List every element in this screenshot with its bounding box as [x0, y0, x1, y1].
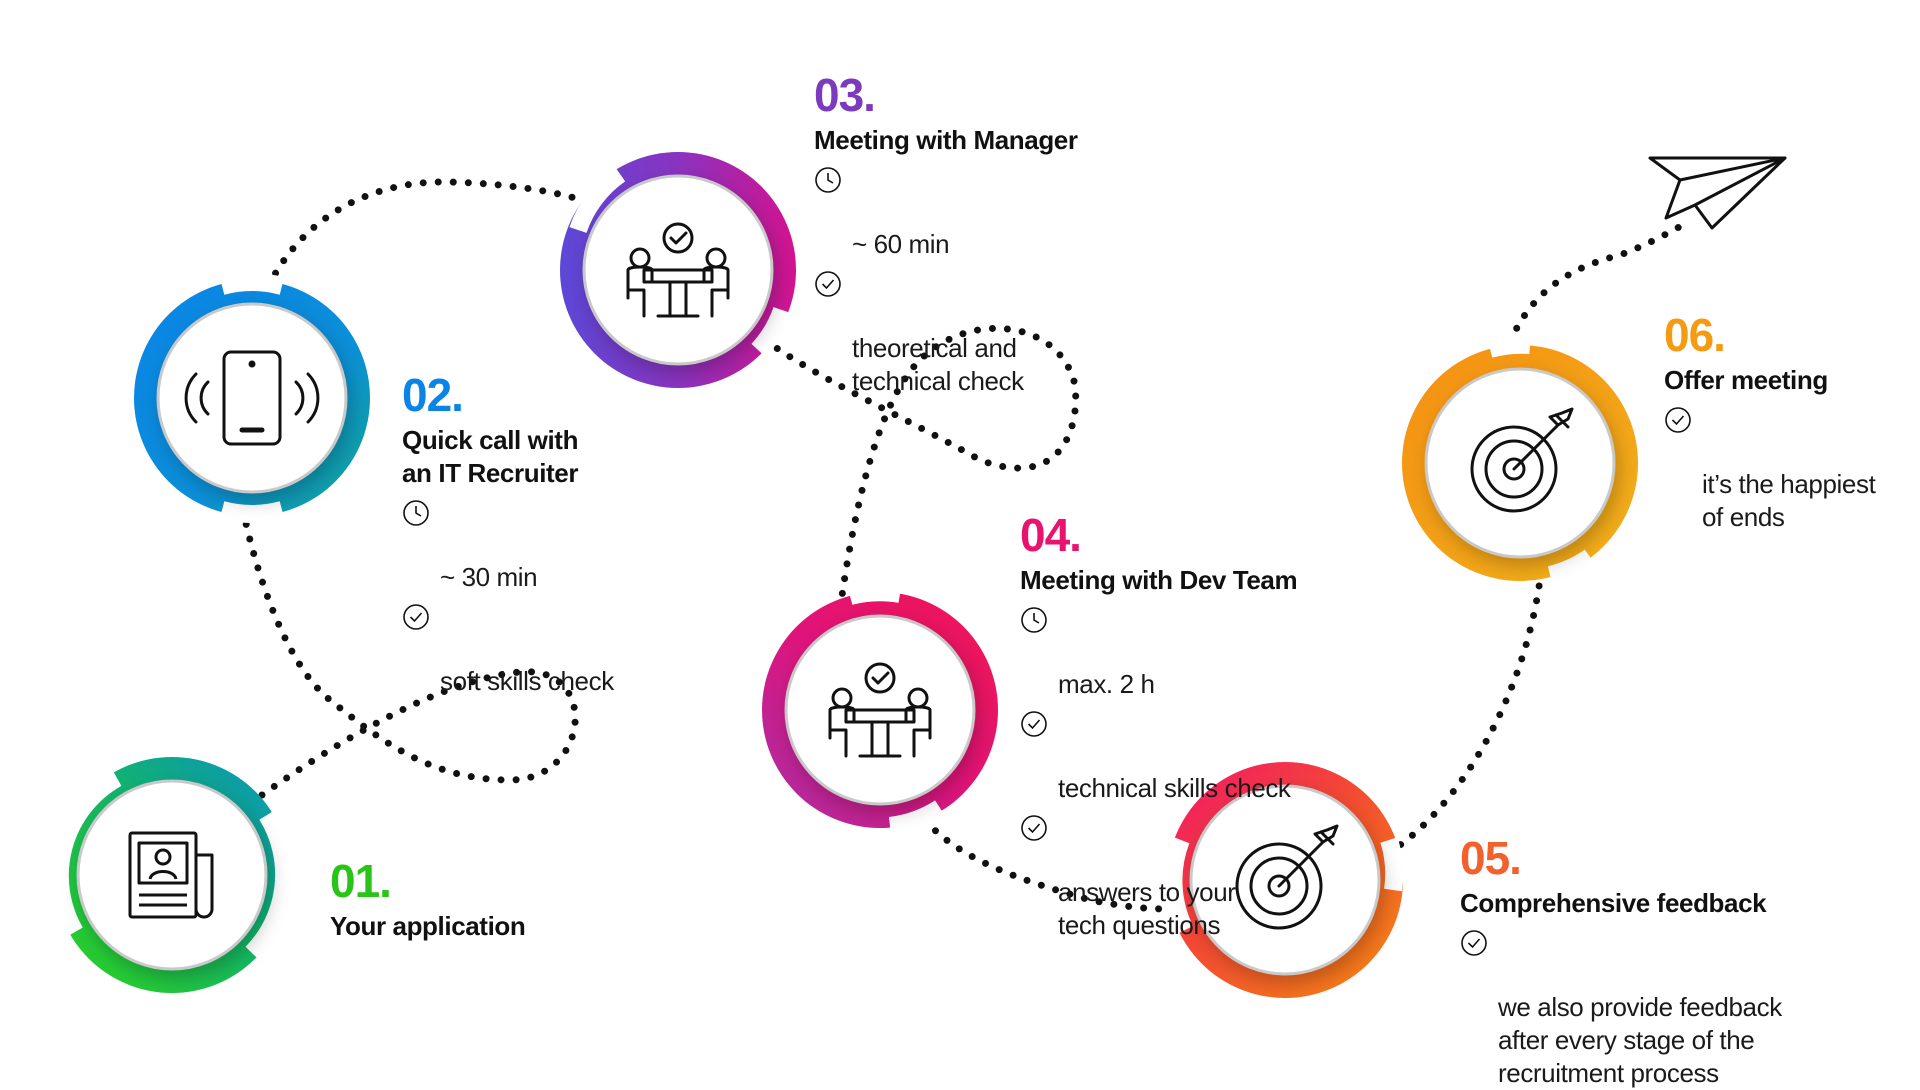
detail-check: we also provide feedback after every sta…: [1460, 925, 1782, 1090]
check-circle-icon: [1665, 407, 1691, 433]
target-arrow-icon: [1235, 824, 1339, 930]
clock-icon: [403, 500, 429, 526]
detail-check: technical skills check: [1020, 706, 1297, 805]
step-title: Quick call with an IT Recruiter: [402, 425, 579, 488]
detail-check: theoretical and technical check: [814, 266, 1078, 398]
detail-duration: max. 2 h: [1020, 602, 1297, 701]
check-circle-icon: [1021, 815, 1047, 841]
step-circle-03: [560, 152, 796, 388]
detail-check: soft skills check: [402, 599, 614, 698]
detail-text: answers to your tech questions: [1058, 877, 1236, 940]
check-circle-icon: [403, 604, 429, 630]
detail-text: ~ 30 min: [440, 562, 538, 592]
detail-check: it’s the happiest of ends: [1664, 402, 1876, 534]
step-number: 02.: [402, 369, 464, 421]
check-circle-icon: [1461, 930, 1487, 956]
detail-duration: ~ 30 min: [402, 495, 614, 594]
detail-text: it’s the happiest of ends: [1702, 469, 1876, 532]
detail-text: theoretical and technical check: [852, 333, 1024, 396]
clock-icon: [815, 167, 841, 193]
step-title: Your application: [330, 911, 526, 941]
step-title: Meeting with Manager: [814, 125, 1078, 155]
step-title: Offer meeting: [1664, 365, 1828, 395]
target-arrow-icon: [1470, 407, 1574, 513]
step-03-text: 03. Meeting with Manager ~ 60 min theore…: [814, 72, 1078, 398]
step-05-text: 05. Comprehensive feedback we also provi…: [1460, 835, 1782, 1090]
check-circle-icon: [1021, 711, 1047, 737]
step-circle-05: [1164, 762, 1404, 998]
meeting-check-icon: [626, 222, 730, 318]
detail-text: soft skills check: [440, 666, 614, 696]
step-number: 05.: [1460, 832, 1522, 884]
detail-text: ~ 60 min: [852, 229, 950, 259]
paper-plane-icon: [1648, 156, 1787, 230]
detail-check: answers to your tech questions: [1020, 810, 1297, 942]
step-number: 01.: [330, 855, 392, 907]
step-02-text: 02. Quick call with an IT Recruiter ~ 30…: [402, 372, 614, 698]
clock-icon: [1021, 607, 1047, 633]
step-title: Meeting with Dev Team: [1020, 565, 1298, 595]
step-circle-04: [762, 583, 998, 835]
detail-text: max. 2 h: [1058, 669, 1155, 699]
step-06-text: 06. Offer meeting it’s the happiest of e…: [1664, 309, 1876, 534]
meeting-check-icon: [828, 662, 932, 758]
step-circle-06: [1402, 335, 1638, 584]
check-circle-icon: [815, 271, 841, 297]
phone-ringing-icon: [184, 350, 320, 446]
step-number: 06.: [1664, 309, 1726, 361]
step-circle-02: [134, 273, 370, 523]
step-title: Comprehensive feedback: [1460, 888, 1767, 918]
step-04-text: 04. Meeting with Dev Team max. 2 h techn…: [1020, 509, 1298, 942]
detail-text: technical skills check: [1058, 773, 1291, 803]
step-number: 03.: [814, 69, 876, 121]
detail-duration: ~ 60 min: [814, 162, 1078, 261]
step-circle-01: [50, 757, 294, 993]
newspaper-icon: [128, 831, 214, 919]
step-01-text: 01. Your application: [330, 855, 526, 947]
step-number: 04.: [1020, 509, 1082, 561]
detail-text: we also provide feedback after every sta…: [1498, 992, 1782, 1088]
